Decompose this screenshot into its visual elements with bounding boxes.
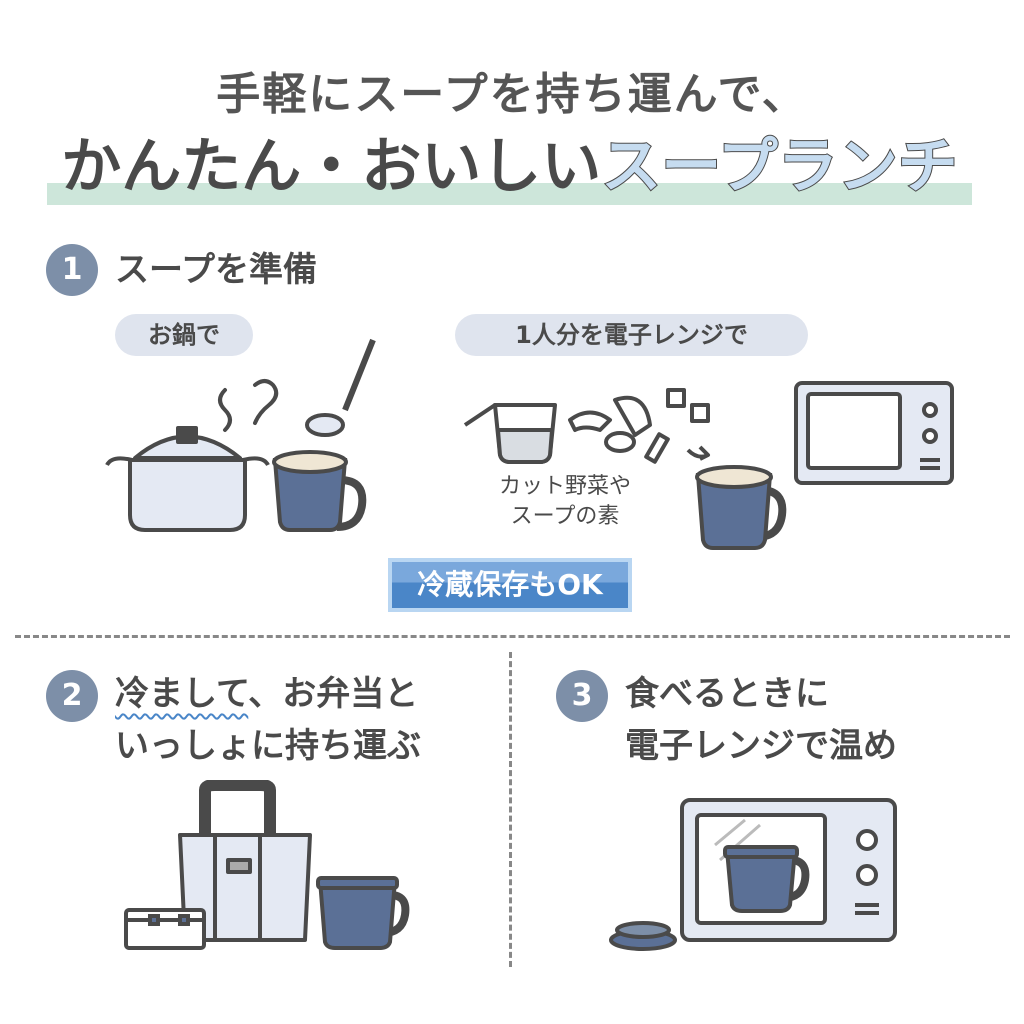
step-2-underlined: 冷まして — [115, 674, 249, 714]
option-microwave-pill: 1人分を電子レンジで — [455, 314, 808, 356]
mug-lid-icon — [609, 921, 677, 951]
soup-mug-icon — [723, 845, 810, 913]
horizontal-divider — [15, 635, 1010, 638]
headline-line1: 手軽にスープを持ち運んで、 — [216, 69, 808, 120]
soup-mug-icon — [695, 465, 787, 550]
pot-and-mug-illustration — [105, 338, 376, 532]
microwave-icon — [794, 381, 954, 485]
ladle-icon — [305, 338, 376, 437]
soup-mug-icon — [316, 876, 410, 950]
step-3-heading-line1: 食べるときに — [625, 674, 829, 714]
lunch-bag-illustration — [124, 780, 410, 950]
step-1-heading: スープを準備 — [115, 250, 317, 290]
pot-icon — [105, 426, 270, 532]
step-3-heading-line2: 電子レンジで温め — [625, 726, 897, 766]
step-2-heading-line2: いっしょに持ち運ぶ — [115, 726, 421, 766]
vertical-divider — [509, 652, 512, 967]
measuring-cup-icon — [463, 403, 557, 464]
headline-plain: かんたん・おいしい — [61, 132, 602, 202]
headline-underline-band — [47, 183, 972, 205]
vegetables-icon — [568, 388, 710, 464]
caption-line-2: スープの素 — [510, 504, 620, 529]
microwave-heating-illustration — [609, 798, 897, 951]
option-pot-pill: お鍋で — [115, 314, 253, 356]
lunch-bag-icon — [178, 780, 312, 942]
refrigeration-ok-badge: 冷蔵保存もOK — [388, 558, 632, 612]
lunch-box-icon — [124, 908, 206, 950]
steam-icon — [218, 379, 279, 432]
ingredient-caption: カット野菜や スープの素 — [480, 472, 650, 532]
step-2-heading-line1: 冷まして、お弁当と — [115, 668, 418, 720]
soup-mug-icon — [272, 450, 367, 532]
step-2-number: 2 — [46, 670, 98, 722]
microwave-prep-illustration — [463, 381, 954, 550]
caption-line-1: カット野菜や — [498, 474, 631, 499]
step-1-number: 1 — [46, 244, 98, 296]
headline-line2: かんたん・おいしいスープランチ — [47, 118, 972, 208]
step-3-number: 3 — [556, 670, 608, 722]
step-2-heading-rest: 、お弁当と — [248, 674, 419, 714]
headline-highlight: スープランチ — [600, 131, 958, 203]
